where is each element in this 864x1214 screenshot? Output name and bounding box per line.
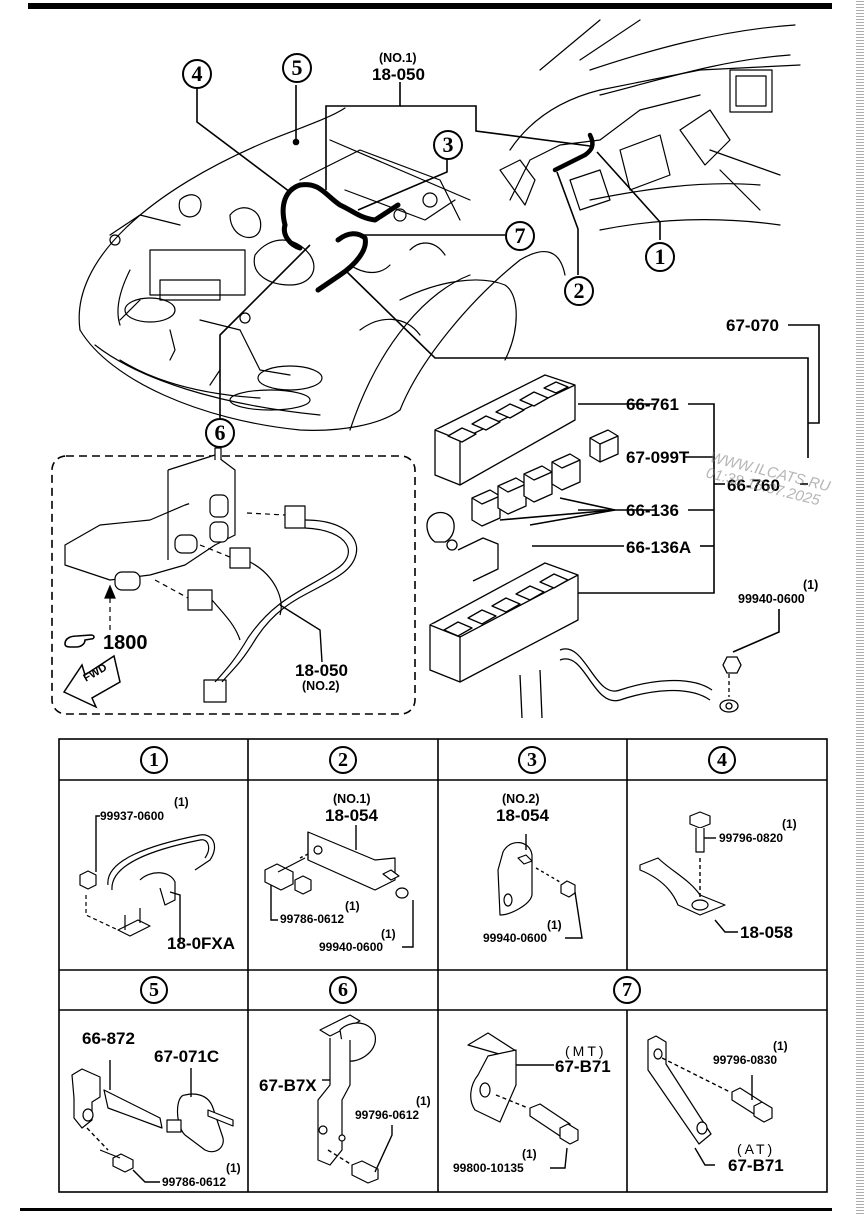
cell2-nut-qty: (1) — [381, 927, 396, 941]
table-header-7: 7 — [613, 976, 641, 1004]
ground-nut-qty: (1) — [803, 578, 819, 592]
cell3-nut-part: 99940-0600 — [483, 931, 548, 945]
cell2-nut-part: 99940-0600 — [319, 940, 384, 954]
cell4-bolt-qty: (1) — [782, 817, 797, 831]
inset-harness — [104, 512, 358, 683]
inset-detail-frame — [51, 455, 416, 715]
top-rule — [28, 3, 832, 9]
part-67-099T: 67-099T — [626, 448, 690, 467]
callout-circle-1: 1 — [645, 242, 675, 272]
cell1-nut-part: 99937-0600 — [100, 809, 165, 823]
cell7-mt-qualifier: (MT) — [565, 1043, 607, 1059]
cell7-mt-bolt-qty: (1) — [522, 1147, 537, 1161]
cell1-clamp-part: 18-0FXA — [167, 934, 236, 953]
cell5-part-66-872: 66-872 — [82, 1029, 135, 1048]
part-66-761: 66-761 — [626, 395, 679, 414]
cell7-at-bolt-qty: (1) — [773, 1039, 788, 1053]
callout-circle-7: 7 — [505, 221, 535, 251]
cell6-drawing — [317, 1014, 379, 1184]
bottom-rule — [20, 1208, 832, 1211]
callout-circle-3: 3 — [433, 130, 463, 160]
cell2-bolt-part: 99786-0612 — [280, 912, 345, 926]
cell6-bolt-part: 99796-0612 — [355, 1108, 420, 1122]
engine-bay-illustration — [51, 19, 820, 719]
cell5-bolt-part: 99786-0612 — [162, 1175, 227, 1189]
cell2-bracket-qualifier: (NO.1) — [333, 792, 371, 806]
cell2-bracket-drawing — [264, 831, 409, 899]
dashboard-illustration — [499, 19, 801, 231]
callout-circle-6: 6 — [205, 418, 235, 448]
dash-harness-route — [552, 132, 595, 173]
part-67-070: 67-070 — [726, 316, 779, 335]
table-header-5: 5 — [140, 976, 168, 1004]
cell3-plate-qualifier: (NO.2) — [502, 792, 540, 806]
harness-no1-qualifier: (NO.1) — [379, 51, 417, 65]
cell7-at-qualifier: (AT) — [737, 1141, 776, 1157]
ground-nut-part: 99940-0600 — [738, 592, 805, 606]
cell6-bolt-qty: (1) — [416, 1094, 431, 1108]
cell7-mt-part: 67-B71 — [555, 1057, 611, 1076]
cell5-drawing — [71, 1068, 234, 1173]
cell7-mt-bolt-part: 99800-10135 — [453, 1161, 524, 1175]
cell3-nut-qty: (1) — [547, 918, 562, 932]
scan-edge — [856, 0, 864, 1214]
ground-cable — [559, 648, 742, 713]
table-header-1: 1 — [140, 746, 168, 774]
cell7-mt-drawing — [467, 1032, 579, 1145]
callout-circle-4: 4 — [182, 59, 212, 89]
callout-circle-2: 2 — [564, 276, 594, 306]
cell2-bracket-part: 18-054 — [325, 806, 378, 825]
car-fender — [399, 251, 566, 411]
cell3-plate-part: 18-054 — [496, 806, 549, 825]
cell7-at-part: 67-B71 — [728, 1156, 784, 1175]
inset-actuator-illustration — [64, 447, 306, 703]
table-header-6: 6 — [329, 976, 357, 1004]
fwd-arrow-icon — [62, 654, 121, 709]
cell1-nut-qty: (1) — [174, 795, 189, 809]
part-66-136A: 66-136A — [626, 538, 692, 557]
cell5-part-67-071C: 67-071C — [154, 1047, 220, 1066]
cell4-bolt-part: 99796-0820 — [719, 831, 784, 845]
cell5-bolt-qty: (1) — [226, 1161, 241, 1175]
table-header-3: 3 — [518, 746, 546, 774]
callout-circle-5: 5 — [282, 53, 312, 83]
ref-1800: 1800 — [103, 632, 148, 654]
cell6-part-67-B7X: 67-B7X — [259, 1076, 317, 1095]
cell2-bolt-qty: (1) — [345, 899, 360, 913]
cell4-bracket-drawing — [639, 811, 726, 916]
pointing-hand-icon — [64, 634, 95, 648]
harness-no1-part: 18-050 — [372, 65, 425, 84]
table-header-2: 2 — [329, 746, 357, 774]
part-66-136: 66-136 — [626, 501, 679, 520]
table-header-4: 4 — [708, 746, 736, 774]
callout-leaders — [196, 82, 820, 653]
harness-no2-part: 18-050 — [295, 661, 348, 680]
fuse-block-illustration — [426, 374, 619, 719]
cell7-at-bolt-part: 99796-0830 — [713, 1053, 778, 1067]
car-hood-outline — [78, 107, 346, 331]
cell3-plate-drawing — [497, 842, 576, 916]
harness-no2-qualifier: (NO.2) — [302, 679, 340, 693]
cell4-bracket-part: 18-058 — [740, 923, 793, 942]
part-66-760: 66-760 — [727, 476, 780, 495]
car-front-bumper — [79, 329, 401, 431]
cell1-clamp-drawing — [79, 834, 215, 937]
